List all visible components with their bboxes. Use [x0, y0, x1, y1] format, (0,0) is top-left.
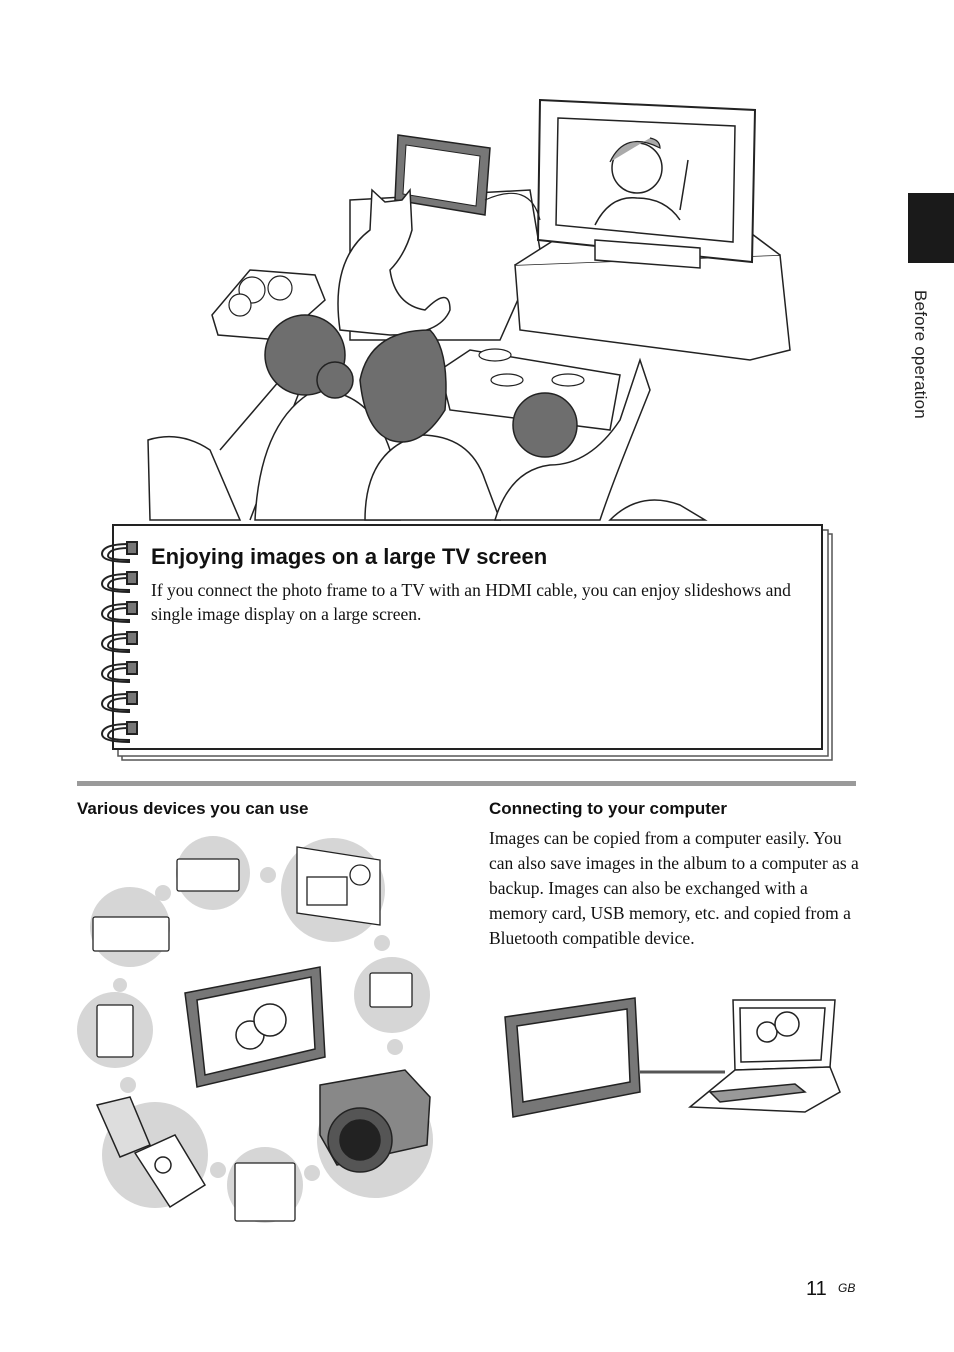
notebook-title: Enjoying images on a large TV screen — [151, 544, 548, 569]
dslr-camera-icon — [319, 1069, 431, 1173]
photo-frame-icon — [184, 966, 326, 1088]
computer-connection-illustration — [504, 997, 841, 1118]
page-number: 11 — [806, 1278, 827, 1300]
notebook-body: If you connect the photo frame to a TV w… — [151, 580, 791, 624]
section-divider — [77, 781, 856, 786]
digital-camera-icon — [296, 846, 381, 926]
spiral-binding-icon — [100, 541, 138, 743]
section-tab-label: Before operation — [911, 290, 930, 419]
computer-heading: Connecting to your computer — [489, 799, 727, 818]
devices-illustration — [77, 836, 433, 1223]
tv-icon — [536, 98, 757, 269]
cat-icon — [337, 187, 451, 336]
laptop-icon — [688, 999, 841, 1113]
page-region-code: GB — [838, 1281, 856, 1295]
devices-heading: Various devices you can use — [77, 799, 309, 818]
family-tv-illustration — [147, 98, 791, 521]
notebook-frame — [100, 524, 833, 761]
section-tab — [908, 193, 954, 263]
computer-body: Images can be copied from a computer eas… — [489, 828, 859, 948]
mobile-phone-icon — [95, 1096, 207, 1209]
memory-card-icon — [92, 858, 413, 1222]
photo-frame-icon — [504, 997, 641, 1118]
photo-frame-icon — [394, 134, 541, 221]
